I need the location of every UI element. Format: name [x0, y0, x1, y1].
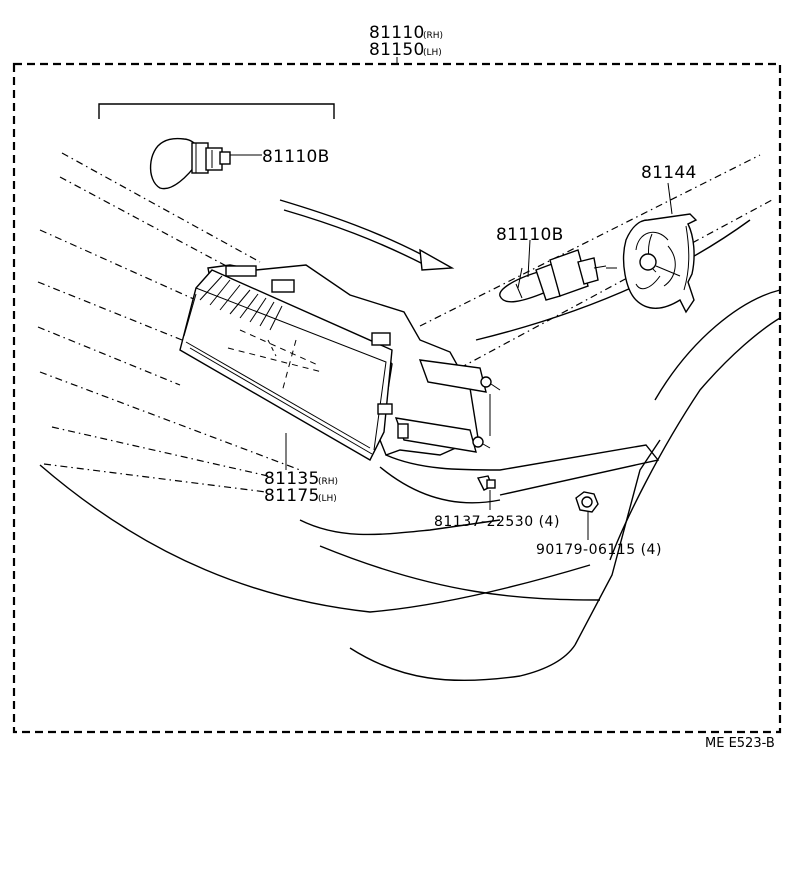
bulb-cover — [622, 213, 698, 314]
nut-label: 90179-06115 (4) — [536, 542, 662, 558]
unit-lh-number: 81175 — [264, 486, 320, 506]
clip-label: 81137-22530 (4) — [434, 514, 560, 530]
hex-nut — [575, 491, 599, 513]
assembly-lh-number: 81150 — [369, 40, 425, 60]
inset-bracket — [98, 103, 335, 119]
headlamp-unit — [179, 264, 501, 461]
mounting-clip — [476, 475, 496, 491]
unit-label: 81135 (RH) 81175 (LH) — [264, 469, 338, 506]
vehicle-body-outline — [37, 152, 781, 682]
assembly-lh-suffix: (LH) — [423, 48, 442, 58]
unit-rh-number: 81135 — [264, 469, 320, 489]
main-bulb — [499, 249, 617, 303]
main-bulb-label: 81110B — [496, 225, 564, 245]
assembly-frame — [12, 62, 782, 734]
main-bulb-leader — [527, 239, 531, 278]
diagram-code: ME E523-B — [705, 736, 775, 751]
unit-rh-suffix: (RH) — [318, 477, 338, 487]
assembly-label: 81110 (RH) 81150 (LH) — [369, 23, 443, 60]
inset-bulb — [149, 137, 231, 190]
assembly-rh-number: 81110 — [369, 23, 425, 43]
unit-lh-suffix: (LH) — [318, 494, 337, 504]
cover-label: 81144 — [641, 163, 697, 183]
assembly-rh-suffix: (RH) — [423, 31, 443, 41]
assembly-direction-arrow — [279, 199, 455, 271]
cover-leader — [667, 182, 673, 215]
inset-bulb-label: 81110B — [262, 147, 330, 167]
